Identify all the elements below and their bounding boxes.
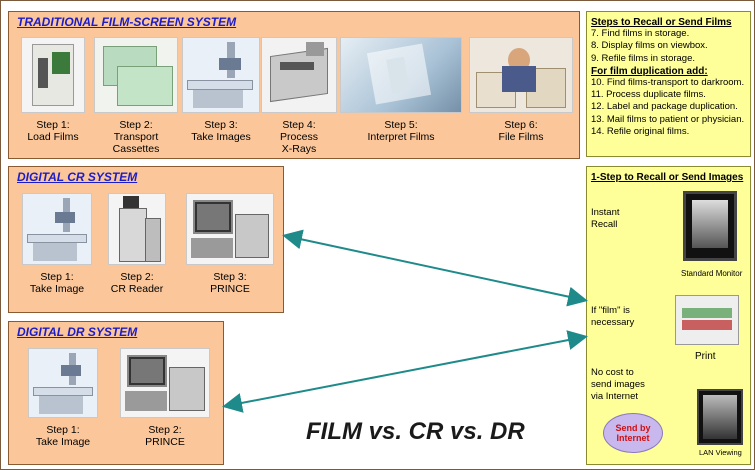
dup-line-11: 11. Process duplicate films. [591, 89, 706, 101]
recall-line-8: 8. Display films on viewbox. [591, 40, 708, 52]
film-step-6-label: Step 6: File Films [498, 119, 544, 143]
dup-line-13: 13. Mail films to patient or physician. [591, 113, 745, 125]
film-step-4-label: Step 4: Process X-Rays [280, 119, 318, 155]
cr-system-panel: DIGITAL CR SYSTEM Step 1: Take Image Ste… [8, 166, 284, 313]
dr-step-1: Step 1: Take Image [25, 348, 101, 448]
recall-films-panel: Steps to Recall or Send Films 7. Find fi… [586, 11, 751, 157]
xray-table-image [22, 193, 92, 265]
film-step-5: Step 5: Interpret Films [339, 37, 463, 143]
cr-reader-image [108, 193, 166, 265]
film-screen-panel: TRADITIONAL FILM-SCREEN SYSTEM Step 1: L… [8, 11, 580, 159]
filing-person-image [469, 37, 573, 113]
instant-recall-label: Instant Recall [591, 207, 620, 230]
dr-system-title: DIGITAL DR SYSTEM [17, 325, 138, 339]
dr-system-panel: DIGITAL DR SYSTEM Step 1: Take Image Ste… [8, 321, 224, 465]
cr-step-2-label: Step 2: CR Reader [110, 271, 164, 295]
film-step-2: Step 2: Transport Cassettes [93, 37, 179, 155]
xray-table-image [28, 348, 98, 418]
if-film-label: If "film" is necessary [591, 305, 635, 328]
cr-step-2: Step 2: CR Reader [101, 193, 173, 295]
prince-image [120, 348, 210, 418]
dr-step-2-label: Step 2: PRINCE [145, 424, 185, 448]
film-loader-image [21, 37, 85, 113]
dup-line-10: 10. Find films-transport to darkroom. [591, 76, 745, 88]
duplication-heading: For film duplication add: [591, 65, 708, 77]
film-step-3: Step 3: Take Images [179, 37, 263, 143]
send-by-internet-cloud: Send by Internet [603, 413, 663, 453]
printer-image [675, 295, 739, 345]
cassettes-image [94, 37, 178, 113]
film-step-2-label: Step 2: Transport Cassettes [112, 119, 160, 155]
dup-line-14: 14. Refile original films. [591, 126, 690, 138]
send-by-internet-label: Send by Internet [615, 423, 651, 443]
main-title: FILM vs. CR vs. DR [306, 418, 525, 445]
dup-line-12: 12. Label and package duplication. [591, 101, 738, 113]
cr-step-3: Step 3: PRINCE [185, 193, 275, 295]
viewbox-image [340, 37, 462, 113]
lan-viewing-label: LAN Viewing [699, 448, 742, 457]
dr-step-2: Step 2: PRINCE [117, 348, 213, 448]
cr-step-3-label: Step 3: PRINCE [210, 271, 250, 295]
recall-films-heading: Steps to Recall or Send Films [591, 17, 732, 28]
no-cost-label: No cost to send images via Internet [591, 367, 645, 402]
film-step-4: Step 4: Process X-Rays [259, 37, 339, 155]
film-step-6: Step 6: File Films [463, 37, 579, 143]
one-step-heading: 1-Step to Recall or Send Images [591, 172, 744, 183]
prince-image [186, 193, 274, 265]
recall-line-7: 7. Find films in storage. [591, 28, 690, 39]
dr-to-recall-arrow [222, 330, 588, 413]
one-step-panel: 1-Step to Recall or Send Images Instant … [586, 166, 751, 465]
lan-viewing-monitor-image [697, 389, 743, 445]
standard-monitor-label: Standard Monitor [681, 269, 743, 278]
film-screen-title: TRADITIONAL FILM-SCREEN SYSTEM [17, 15, 237, 29]
dr-step-1-label: Step 1: Take Image [35, 424, 91, 448]
film-step-1-label: Step 1: Load Films [27, 119, 79, 143]
xray-table-image [182, 37, 260, 113]
cr-system-title: DIGITAL CR SYSTEM [17, 170, 138, 184]
standard-monitor-image [683, 191, 737, 261]
film-processor-image [261, 37, 337, 113]
cr-step-1-label: Step 1: Take Image [29, 271, 85, 295]
film-step-5-label: Step 5: Interpret Films [367, 119, 435, 143]
print-label: Print [695, 351, 716, 362]
cr-to-recall-arrow [282, 229, 588, 307]
film-step-3-label: Step 3: Take Images [191, 119, 251, 143]
cr-step-1: Step 1: Take Image [19, 193, 95, 295]
recall-line-9: 9. Refile films in storage. [591, 52, 696, 64]
film-step-1: Step 1: Load Films [15, 37, 91, 143]
